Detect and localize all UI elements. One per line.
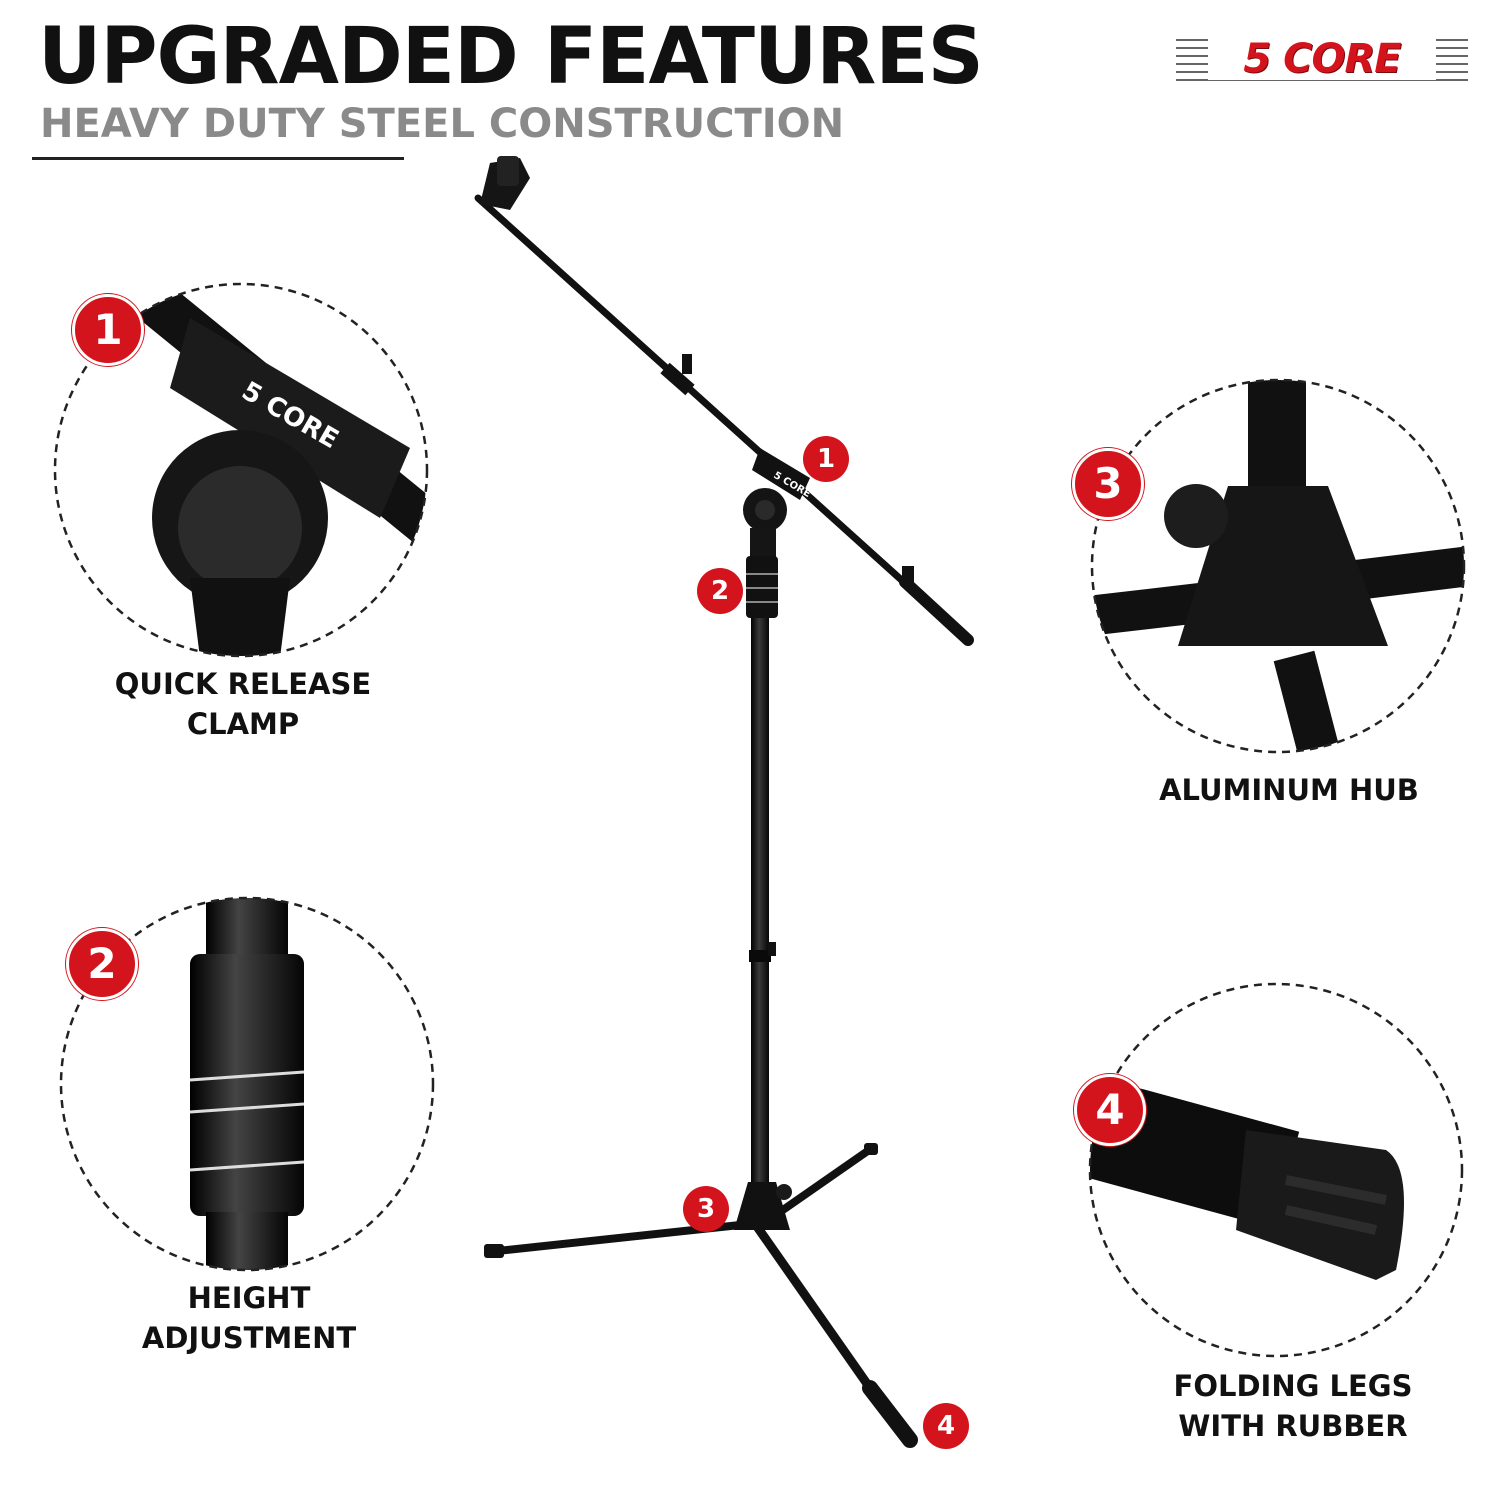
page-title: UPGRADED FEATURES <box>38 12 984 102</box>
feature-label-quick-release-clamp: QUICK RELEASE CLAMP <box>60 664 426 744</box>
height-knob-closeup-image <box>59 896 435 1272</box>
feature-badge-3: 3 <box>1072 448 1144 520</box>
feature-label-folding-legs: FOLDING LEGS WITH RUBBER <box>1110 1366 1476 1446</box>
product-marker-1: 1 <box>803 436 849 482</box>
logo-stripes-icon <box>1176 38 1468 81</box>
feature-label-aluminum-hub: ALUMINUM HUB <box>1106 770 1472 810</box>
feature-quick-release-clamp: 5 CORE 1 <box>50 278 432 658</box>
brand-logo-text: 5 CORE <box>1243 36 1401 82</box>
hub-closeup-image <box>1090 378 1466 754</box>
title-underline <box>32 157 404 160</box>
feature-label-height-adjustment: HEIGHT ADJUSTMENT <box>66 1278 432 1358</box>
feature-3-label-line1: ALUMINUM HUB <box>1159 773 1419 807</box>
feature-4-label-line1: FOLDING LEGS <box>1173 1369 1413 1403</box>
rubber-foot-closeup-image <box>1088 982 1464 1358</box>
feature-1-label-line2: CLAMP <box>186 707 300 741</box>
feature-badge-2: 2 <box>66 928 138 1000</box>
clamp-closeup-image: 5 CORE <box>53 282 429 658</box>
brand-logo: 5 CORE <box>1176 36 1468 82</box>
feature-badge-4: 4 <box>1074 1074 1146 1146</box>
feature-aluminum-hub: 3 <box>1072 376 1470 756</box>
product-marker-4: 4 <box>923 1403 969 1449</box>
feature-height-adjustment: 2 <box>56 894 438 1274</box>
feature-2-label-line1: HEIGHT <box>187 1281 311 1315</box>
product-marker-2: 2 <box>697 568 743 614</box>
feature-1-label-line1: QUICK RELEASE <box>114 667 372 701</box>
page-subtitle: HEAVY DUTY STEEL CONSTRUCTION <box>40 101 845 147</box>
feature-4-label-line2: WITH RUBBER <box>1178 1409 1408 1443</box>
product-marker-3: 3 <box>683 1186 729 1232</box>
feature-badge-1: 1 <box>72 294 144 366</box>
feature-folding-legs: 4 <box>1074 980 1468 1360</box>
feature-2-label-line2: ADJUSTMENT <box>141 1321 357 1355</box>
